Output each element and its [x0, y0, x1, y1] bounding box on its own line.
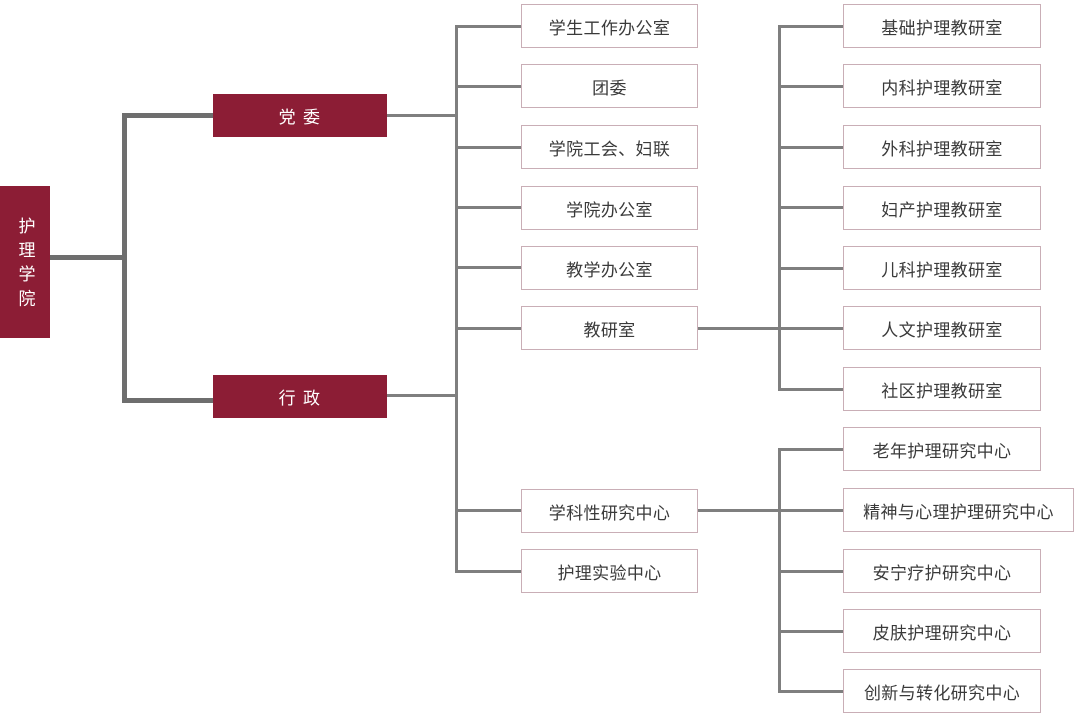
connector-admin-child-4	[455, 570, 522, 573]
connector-research-child-4	[778, 630, 843, 633]
node-nursing-lab-center[interactable]: 护理实验中心	[521, 549, 698, 593]
node-innovation-translation-research-center[interactable]: 创新与转化研究中心	[843, 669, 1041, 713]
node-youth-league-committee[interactable]: 团委	[521, 64, 698, 108]
connector-research-stub	[698, 509, 779, 512]
node-union-and-womens-federation[interactable]: 学院工会、妇联	[521, 125, 698, 169]
connector-teaching-child-1	[778, 25, 843, 28]
node-pediatric-nursing-dept[interactable]: 儿科护理教研室	[843, 246, 1041, 290]
connector-root-vertical	[122, 113, 127, 403]
node-teaching-research-section[interactable]: 教研室	[521, 306, 698, 350]
node-teaching-office[interactable]: 教学办公室	[521, 246, 698, 290]
connector-teaching-child-5	[778, 267, 843, 270]
connector-party-child-2	[455, 85, 522, 88]
node-fundamental-nursing-dept[interactable]: 基础护理教研室	[843, 4, 1041, 48]
connector-teaching-child-7	[778, 388, 843, 391]
connector-party-stub	[387, 114, 457, 117]
connector-teaching-stub	[698, 327, 779, 330]
node-obstetrics-nursing-dept[interactable]: 妇产护理教研室	[843, 186, 1041, 230]
node-internal-medicine-nursing-dept[interactable]: 内科护理教研室	[843, 64, 1041, 108]
connector-party-child-3	[455, 146, 522, 149]
connector-teaching-child-3	[778, 146, 843, 149]
node-skin-nursing-research-center[interactable]: 皮肤护理研究中心	[843, 609, 1041, 653]
connector-party-child-1	[455, 25, 522, 28]
node-disciplinary-research-center[interactable]: 学科性研究中心	[521, 489, 698, 533]
node-surgical-nursing-dept[interactable]: 外科护理教研室	[843, 125, 1041, 169]
node-community-nursing-dept[interactable]: 社区护理教研室	[843, 367, 1041, 411]
connector-party-vertical	[455, 25, 458, 209]
connector-admin-vertical	[455, 206, 458, 573]
connector-teaching-child-4	[778, 206, 843, 209]
node-humanistic-nursing-dept[interactable]: 人文护理教研室	[843, 306, 1041, 350]
node-geriatric-nursing-research-center[interactable]: 老年护理研究中心	[843, 427, 1041, 471]
connector-research-child-3	[778, 570, 843, 573]
node-root-nursing-college[interactable]: 护理学院	[0, 186, 50, 338]
connector-teaching-child-2	[778, 85, 843, 88]
connector-root-to-party	[122, 113, 214, 118]
node-administration[interactable]: 行 政	[213, 375, 387, 418]
connector-admin-child-1	[455, 266, 522, 269]
connector-root-stub	[50, 255, 126, 260]
node-college-office[interactable]: 学院办公室	[521, 186, 698, 230]
node-student-affairs-office[interactable]: 学生工作办公室	[521, 4, 698, 48]
connector-research-child-1	[778, 448, 843, 451]
connector-teaching-child-6	[778, 327, 843, 330]
connector-research-child-5	[778, 690, 843, 693]
connector-root-to-admin	[122, 398, 214, 403]
node-party-committee[interactable]: 党 委	[213, 94, 387, 137]
node-hospice-care-research-center[interactable]: 安宁疗护研究中心	[843, 549, 1041, 593]
connector-admin-child-3	[455, 509, 522, 512]
connector-research-child-2	[778, 509, 843, 512]
connector-party-child-4	[455, 206, 522, 209]
connector-admin-stub	[387, 394, 457, 397]
node-mental-psychological-nursing-research-center[interactable]: 精神与心理护理研究中心	[843, 488, 1074, 532]
connector-admin-child-2	[455, 327, 522, 330]
